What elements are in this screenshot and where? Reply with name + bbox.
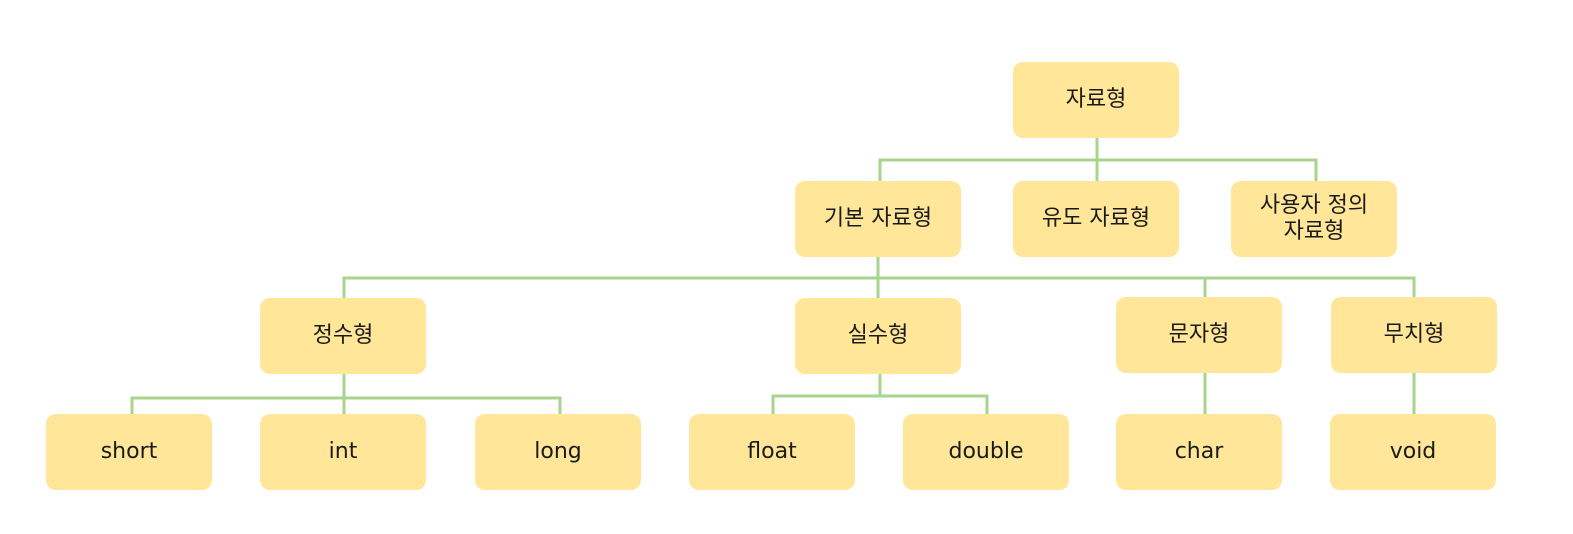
node-label: 기본 자료형 [823,206,933,231]
node-character-type: 문자형 [1116,297,1282,373]
node-label: 문자형 [1168,322,1230,347]
connector-integer-to-level3 [130,374,562,414]
node-char: char [1116,414,1282,490]
connector-basic-to-level2 [342,257,1416,298]
node-label: 사용자 정의 자료형 [1259,193,1369,244]
node-label: float [747,439,797,464]
node-integer-type: 정수형 [260,298,426,374]
node-void-type: 무치형 [1331,297,1497,373]
node-real-type: 실수형 [795,298,961,374]
node-long: long [475,414,641,490]
node-label: 실수형 [847,323,909,348]
node-label: short [100,439,158,464]
node-basic-type: 기본 자료형 [795,181,961,257]
node-short: short [46,414,212,490]
node-label: 유도 자료형 [1041,206,1151,231]
node-int: int [260,414,426,490]
connector-root-to-level1 [878,138,1318,181]
node-label: void [1389,439,1437,464]
node-label: int [328,439,358,464]
node-void: void [1330,414,1496,490]
node-double: double [903,414,1069,490]
node-data-type-root: 자료형 [1013,62,1179,138]
node-label: char [1174,439,1224,464]
node-label: 정수형 [312,323,374,348]
node-label: 자료형 [1065,87,1127,112]
node-label: long [534,439,582,464]
connector-real-to-level3 [771,374,989,414]
node-label: double [948,439,1024,464]
node-derived-type: 유도 자료형 [1013,181,1179,257]
node-label: 무치형 [1383,322,1445,347]
node-float: float [689,414,855,490]
node-user-defined-type: 사용자 정의 자료형 [1231,181,1397,257]
